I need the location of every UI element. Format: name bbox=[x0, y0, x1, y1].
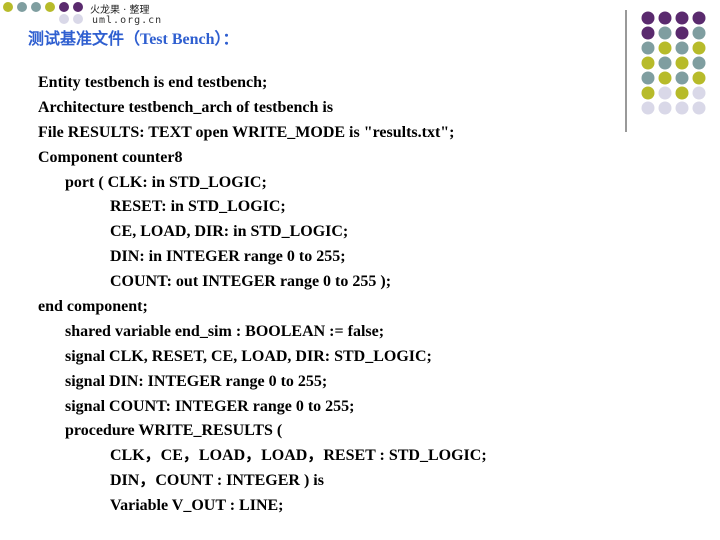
decoration-dot bbox=[658, 56, 672, 70]
code-line: RESET: in STD_LOGIC; bbox=[110, 198, 286, 216]
code-line: Architecture testbench_arch of testbench… bbox=[38, 98, 334, 116]
publisher-logo: 火龙果 · 整理 uml.org.cn bbox=[0, 0, 163, 40]
decoration-dot bbox=[692, 26, 706, 40]
code-line: port ( CLK: in STD_LOGIC; bbox=[65, 173, 267, 191]
code-line: procedure WRITE_RESULTS ( bbox=[65, 422, 283, 440]
decoration-dot bbox=[675, 26, 689, 40]
decoration-dot bbox=[641, 26, 655, 40]
logo-cn-text: 火龙果 · 整理 bbox=[90, 5, 150, 16]
code-line: CE, LOAD, DIR: in STD_LOGIC; bbox=[110, 223, 349, 241]
logo-en-text: uml.org.cn bbox=[92, 15, 163, 26]
decoration-dot bbox=[641, 11, 655, 25]
decoration-dot bbox=[675, 86, 689, 100]
code-line: DIN: in INTEGER range 0 to 255; bbox=[110, 248, 346, 266]
decoration-dot bbox=[658, 86, 672, 100]
decoration-dot bbox=[692, 86, 706, 100]
code-line: CLK，CE，LOAD，LOAD，RESET : STD_LOGIC; bbox=[110, 447, 487, 465]
decoration-dot bbox=[641, 101, 655, 115]
decoration-dot bbox=[658, 101, 672, 115]
code-block: Entity testbench is end testbench; Archit… bbox=[38, 71, 487, 519]
decoration-dot bbox=[675, 101, 689, 115]
code-line: DIN，COUNT : INTEGER ) is bbox=[110, 472, 324, 490]
code-line: Entity testbench is end testbench; bbox=[38, 74, 268, 91]
code-line: signal COUNT: INTEGER range 0 to 255; bbox=[65, 397, 355, 415]
decoration-dot bbox=[692, 56, 706, 70]
decoration-dot bbox=[658, 41, 672, 55]
decoration-dot bbox=[641, 71, 655, 85]
code-line: File RESULTS: TEXT open WRITE_MODE is "r… bbox=[38, 123, 455, 141]
slide-title: 测试基准文件（Test Bench）： bbox=[28, 31, 239, 48]
decoration-dot bbox=[641, 41, 655, 55]
decoration-dot bbox=[675, 56, 689, 70]
decoration-dot bbox=[658, 26, 672, 40]
decoration-dot bbox=[692, 71, 706, 85]
code-line: shared variable end_sim : BOOLEAN := fal… bbox=[65, 322, 385, 340]
decoration-dot bbox=[675, 41, 689, 55]
decoration-dot bbox=[675, 71, 689, 85]
decoration-dots bbox=[625, 10, 706, 132]
decoration-dot bbox=[641, 56, 655, 70]
code-line: signal DIN: INTEGER range 0 to 255; bbox=[65, 372, 328, 390]
code-line: Component counter8 bbox=[38, 148, 183, 166]
decoration-dot bbox=[692, 41, 706, 55]
decoration-dot bbox=[692, 11, 706, 25]
code-line: signal CLK, RESET, CE, LOAD, DIR: STD_LO… bbox=[65, 347, 432, 365]
logo-balls-icon bbox=[3, 2, 83, 24]
decoration-dot bbox=[658, 11, 672, 25]
decoration-dot bbox=[658, 71, 672, 85]
decoration-dot bbox=[675, 11, 689, 25]
decoration-dot bbox=[692, 101, 706, 115]
code-line: end component; bbox=[38, 298, 148, 316]
code-line: COUNT: out INTEGER range 0 to 255 ); bbox=[110, 273, 392, 291]
code-line: Variable V_OUT : LINE; bbox=[110, 497, 284, 515]
decoration-dot bbox=[641, 86, 655, 100]
